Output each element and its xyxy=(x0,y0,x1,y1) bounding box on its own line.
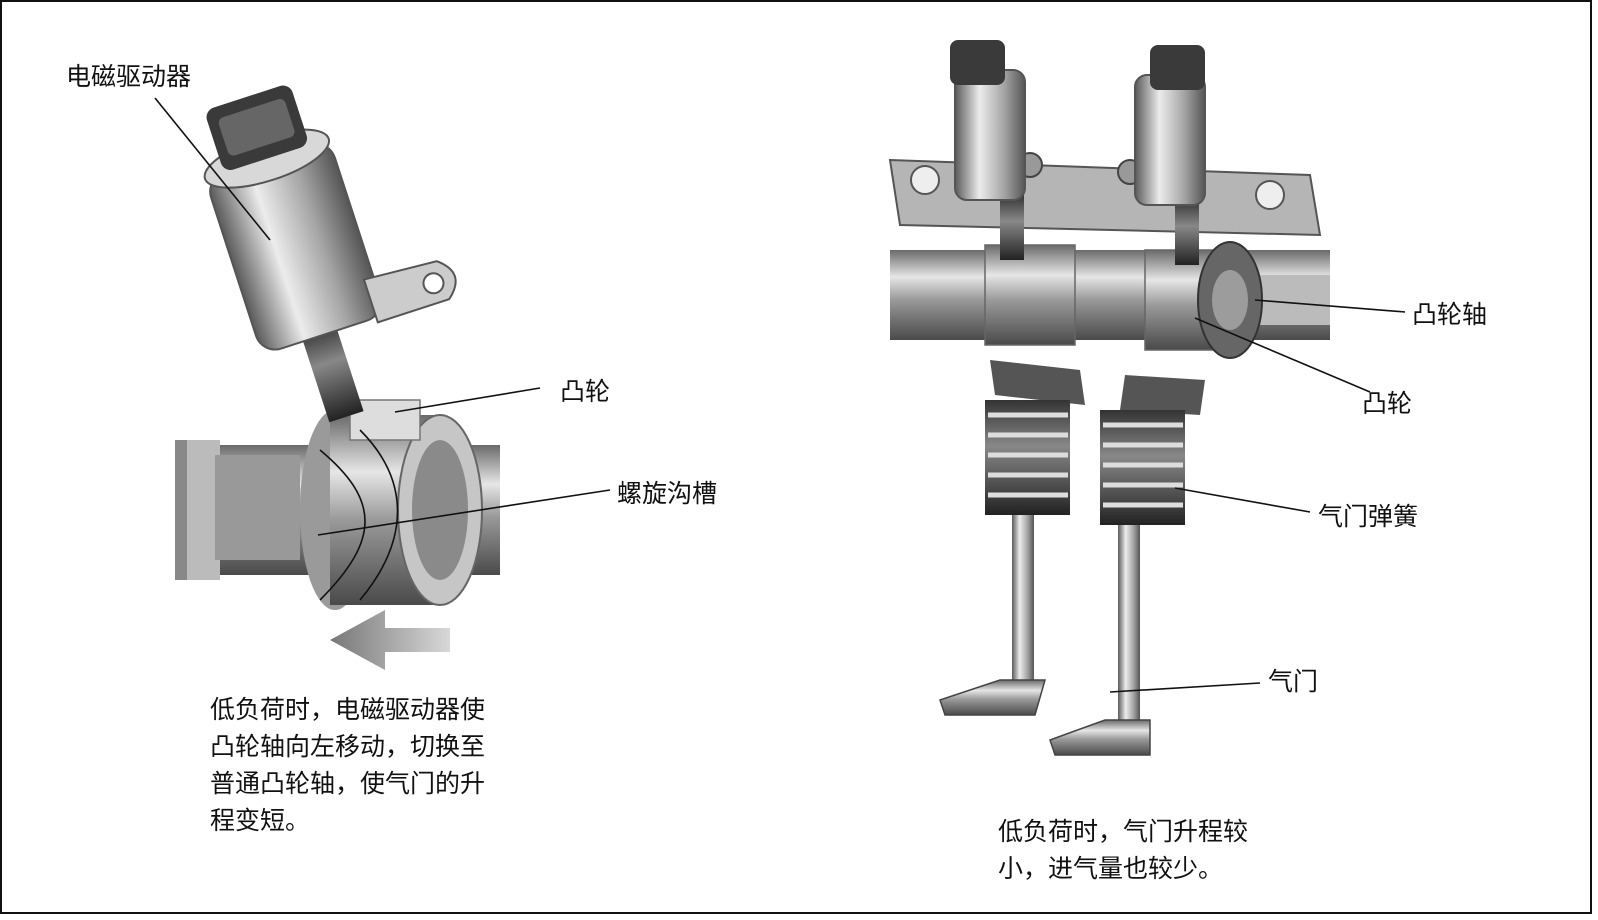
right-caption: 低负荷时，气门升程较 小，进气量也较少。 xyxy=(998,817,1248,883)
left-actuator xyxy=(203,85,457,423)
left-cam-block xyxy=(300,399,483,610)
right-actuator-1 xyxy=(950,40,1026,260)
left-caption-line-2: 凸轮轴向左移动，切换至 xyxy=(210,732,485,761)
valve-assembly-1 xyxy=(939,360,1085,716)
left-caption-line-3: 普通凸轮轴，使气门的升 xyxy=(210,769,485,798)
leader-right-cam xyxy=(1194,317,1371,393)
leader-valve xyxy=(1109,682,1261,693)
left-caption: 低负荷时，电磁驱动器使 凸轮轴向左移动，切换至 普通凸轮轴，使气门的升 程变短。 xyxy=(210,695,485,835)
leader-spring xyxy=(1174,487,1311,513)
label-spring: 气门弹簧 xyxy=(1318,502,1418,531)
left-caption-line-1: 低负荷时，电磁驱动器使 xyxy=(210,695,485,724)
right-cam-lobes xyxy=(984,241,1263,359)
leader-actuator xyxy=(154,97,271,241)
left-caption-line-4: 程变短。 xyxy=(210,806,310,835)
left-illustration xyxy=(175,85,500,670)
label-left-cam: 凸轮 xyxy=(560,377,610,406)
left-arrow-icon xyxy=(330,610,450,670)
label-right-cam: 凸轮 xyxy=(1362,389,1412,418)
label-valve: 气门 xyxy=(1268,667,1318,696)
leader-camshaft xyxy=(1254,299,1406,313)
right-actuator-2 xyxy=(1134,45,1206,265)
valve-assembly-2 xyxy=(1049,375,1205,756)
leader-groove xyxy=(317,489,611,536)
helical-groove xyxy=(319,449,366,601)
right-caption-line-1: 低负荷时，气门升程较 xyxy=(998,817,1248,846)
right-illustration xyxy=(888,40,1330,756)
label-actuator: 电磁驱动器 xyxy=(66,62,191,91)
leader-left-cam xyxy=(394,387,541,413)
label-groove: 螺旋沟槽 xyxy=(617,479,717,508)
label-camshaft: 凸轮轴 xyxy=(1412,300,1487,329)
right-caption-line-2: 小，进气量也较少。 xyxy=(998,854,1223,883)
